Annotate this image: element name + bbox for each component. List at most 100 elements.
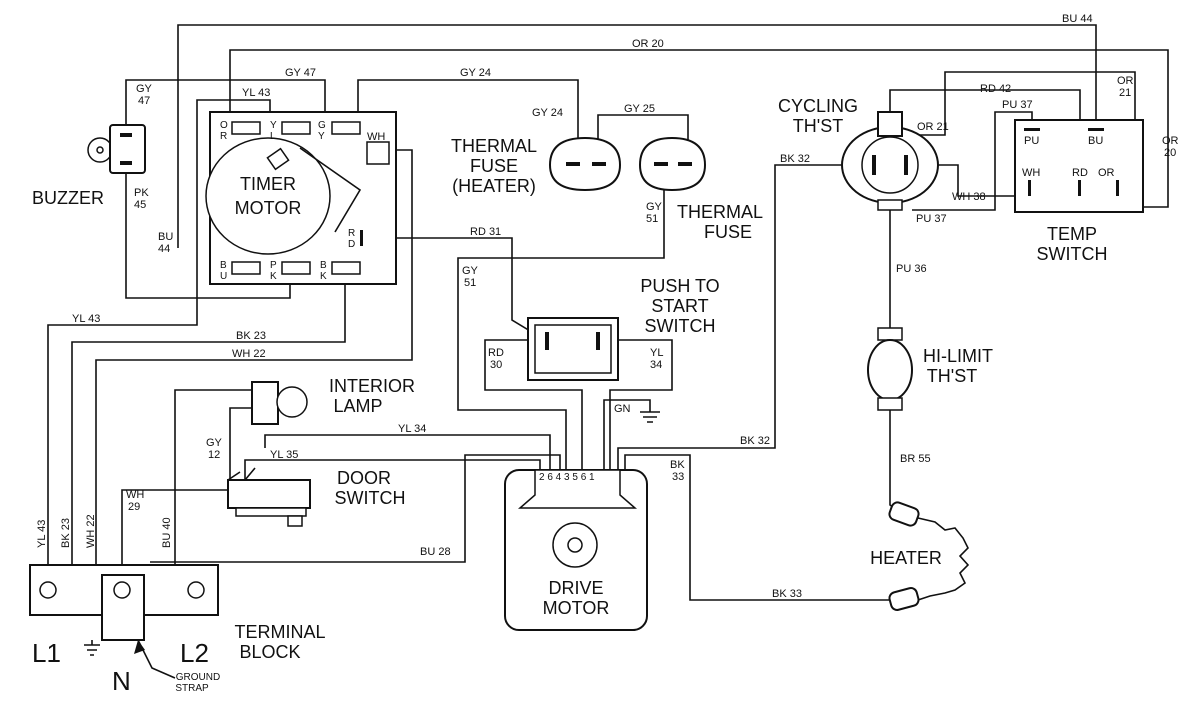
- wire-yl35: [244, 459, 541, 480]
- cycling-thermostat: [841, 111, 939, 211]
- svg-text:GY: GY: [136, 83, 153, 95]
- wire-gn: [603, 399, 651, 470]
- push-to-start-label: SWITCH: [645, 316, 716, 336]
- wire-gy51: [457, 178, 665, 470]
- svg-text:YL: YL: [650, 347, 663, 359]
- thermal-fuse: [638, 136, 707, 192]
- wire-labels: BU 44 OR 20 GY 47 GY 24 GY 47 YL 43 GY 2…: [36, 13, 1179, 600]
- terminal-block-label: TERMINAL: [234, 622, 325, 642]
- terminal-block-label: BLOCK: [239, 642, 300, 662]
- wire-pk45: [125, 160, 291, 299]
- svg-text:YL 43: YL 43: [72, 313, 100, 325]
- svg-text:WH: WH: [1022, 167, 1040, 179]
- svg-text:PU: PU: [1024, 135, 1039, 147]
- component-labels: BUZZER TIMER MOTOR THERMAL FUSE (HEATER)…: [32, 96, 1108, 696]
- wire-or21: [905, 71, 1136, 196]
- wire-bu44: [177, 24, 1097, 248]
- wire-yl34r: [600, 339, 673, 470]
- svg-text:OR: OR: [1162, 135, 1179, 147]
- svg-text:BK 23: BK 23: [60, 518, 72, 548]
- door-switch-label: SWITCH: [335, 488, 406, 508]
- svg-text:44: 44: [158, 243, 170, 255]
- svg-text:K: K: [270, 271, 277, 282]
- svg-text:PU 36: PU 36: [896, 263, 927, 275]
- wire-gy25: [597, 114, 689, 155]
- svg-text:B: B: [320, 260, 327, 271]
- svg-text:YL 34: YL 34: [398, 423, 426, 435]
- svg-text:RD 42: RD 42: [980, 83, 1011, 95]
- heater-label: HEATER: [870, 548, 942, 568]
- hi-limit-label: HI-LIMIT: [923, 346, 993, 366]
- timer-motor-label: MOTOR: [235, 198, 302, 218]
- wire-gy47: [125, 79, 326, 128]
- svg-text:GY: GY: [646, 201, 663, 213]
- wire-bk23: [71, 276, 346, 590]
- terminal-l2: L2: [180, 638, 209, 668]
- ground-strap-label: GROUND: [176, 672, 220, 683]
- ground-strap-arrow: [134, 640, 145, 654]
- svg-text:WH 22: WH 22: [85, 514, 97, 548]
- svg-text:O: O: [220, 120, 228, 131]
- cycling-thst-label: CYCLING: [778, 96, 858, 116]
- svg-text:RD 31: RD 31: [470, 226, 501, 238]
- svg-text:OR: OR: [1098, 167, 1115, 179]
- svg-text:YL 43: YL 43: [36, 520, 48, 548]
- terminal-block: [29, 411, 660, 656]
- svg-text:D: D: [348, 239, 355, 250]
- svg-text:29: 29: [128, 501, 140, 513]
- svg-text:PU 37: PU 37: [1002, 99, 1033, 111]
- wire-yl43: [47, 99, 271, 590]
- svg-text:BK 23: BK 23: [236, 330, 266, 342]
- temp-switch-terminal-labels: PU BU WH RD OR: [1022, 135, 1115, 179]
- thermal-fuse-heater-label: (HEATER): [452, 176, 536, 196]
- svg-text:20: 20: [1164, 147, 1176, 159]
- svg-text:Y: Y: [270, 120, 277, 131]
- svg-text:PU 37: PU 37: [916, 213, 947, 225]
- wire-br55: [889, 410, 901, 513]
- drive-motor: [504, 469, 648, 631]
- thermal-fuse-label: THERMAL: [677, 202, 763, 222]
- svg-text:BU: BU: [1088, 135, 1103, 147]
- push-to-start-label: START: [651, 296, 708, 316]
- wire-wh29: [121, 489, 228, 580]
- timer-motor: [205, 111, 397, 285]
- temp-switch-label: SWITCH: [1037, 244, 1108, 264]
- drive-motor-label: DRIVE: [548, 578, 603, 598]
- cycling-thst-label: TH'ST: [793, 116, 843, 136]
- heater-terminals: [888, 501, 920, 611]
- hi-limit-label: TH'ST: [927, 366, 977, 386]
- wire-bk32: [617, 164, 850, 470]
- wire-bk33: [624, 454, 892, 601]
- terminal-n: N: [112, 666, 131, 696]
- svg-text:GY: GY: [462, 265, 479, 277]
- thermal-fuse-heater-label: FUSE: [470, 156, 518, 176]
- svg-text:OR: OR: [1117, 75, 1134, 87]
- svg-text:GY 47: GY 47: [285, 67, 316, 79]
- svg-text:K: K: [320, 271, 327, 282]
- svg-text:YL 43: YL 43: [242, 87, 270, 99]
- door-switch: [227, 467, 311, 527]
- svg-text:45: 45: [134, 199, 146, 211]
- svg-text:BU 28: BU 28: [420, 546, 451, 558]
- svg-text:WH 22: WH 22: [232, 348, 266, 360]
- thermal-fuse-heater-label: THERMAL: [451, 136, 537, 156]
- svg-text:51: 51: [464, 277, 476, 289]
- svg-text:P: P: [270, 260, 277, 271]
- drive-motor-label: MOTOR: [543, 598, 610, 618]
- wire-yl34m: [264, 434, 551, 470]
- timer-terminal-labels: O R Y L G Y WH R D B U P K B K: [220, 120, 385, 282]
- thermal-fuse-label: FUSE: [704, 222, 752, 242]
- timer-motor-label: TIMER: [240, 174, 296, 194]
- svg-text:30: 30: [490, 359, 502, 371]
- wire-rd30: [484, 339, 583, 470]
- svg-text:BU 44: BU 44: [1062, 13, 1093, 25]
- svg-text:OR 20: OR 20: [632, 38, 664, 50]
- svg-text:BK 32: BK 32: [740, 435, 770, 447]
- interior-lamp-label: INTERIOR: [329, 376, 415, 396]
- svg-text:34: 34: [650, 359, 662, 371]
- wire-gy12: [229, 407, 252, 480]
- buzzer-label: BUZZER: [32, 188, 104, 208]
- door-switch-label: DOOR: [337, 468, 391, 488]
- ground-gn-label: GN: [614, 403, 631, 415]
